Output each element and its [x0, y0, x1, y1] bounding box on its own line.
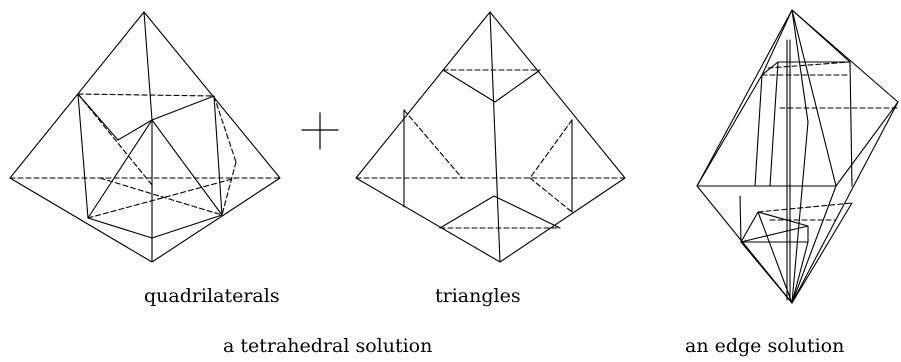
- quad-lower-left: [87, 217, 153, 239]
- tetra-outer-edges: [9, 11, 281, 263]
- bottom-triangle: [439, 195, 561, 229]
- upper-section-diag: [696, 74, 763, 187]
- right-triangle-hidden: [529, 119, 573, 179]
- label-quadrilaterals: quadrilaterals: [144, 285, 280, 307]
- quad-lower-right: [151, 214, 223, 239]
- upper-section-to-apex-1: [761, 9, 793, 76]
- quad-lower-back: [87, 177, 237, 219]
- quad-vertical-left: [77, 93, 89, 219]
- bipyramid-edge-bottom-mid: [791, 185, 837, 304]
- quad-upper-front: [117, 119, 153, 141]
- bipyramid-edge-mid-right: [835, 101, 899, 187]
- tetra-edge-front-right: [151, 119, 223, 216]
- upper-section-to-apex-2: [791, 9, 851, 63]
- plus-sign: [301, 112, 339, 150]
- edge-solution-bipyramid: [696, 9, 899, 304]
- tetra-edge-center: [489, 11, 501, 263]
- tetra-outer-edges: [355, 11, 626, 263]
- right-triangle-hidden-2: [529, 177, 573, 213]
- top-triangle: [442, 69, 541, 103]
- lower-section-to-apex-3: [791, 241, 809, 304]
- lower-section-to-apex-4: [791, 202, 853, 304]
- tetra-edge-apex-front: [143, 11, 153, 121]
- triangles-tetrahedron: [355, 11, 626, 263]
- upper-section-left-2: [769, 61, 779, 187]
- bipyramid-outline: [696, 9, 899, 304]
- tetra-edge-front-left: [87, 119, 153, 219]
- lower-section-to-apex-1: [740, 241, 793, 304]
- bipyramid-edge-bottom-front: [791, 121, 809, 304]
- quad-lower-back-2: [99, 177, 223, 216]
- label-edge-solution: an edge solution: [685, 335, 845, 357]
- lower-section-back: [757, 202, 853, 213]
- lower-section-left: [739, 195, 742, 243]
- quad-hidden-right-vertical: [221, 161, 237, 216]
- quad-hidden-diag-right: [213, 95, 237, 163]
- quad-vertical-right: [213, 95, 223, 216]
- bipyramid-edge-top-mid: [791, 9, 837, 187]
- quad-hidden-diag-left: [77, 93, 153, 186]
- lower-section-to-apex-2: [757, 211, 793, 304]
- upper-section-right: [849, 61, 853, 187]
- quad-upper-back: [77, 93, 215, 97]
- label-tetrahedral-solution: a tetrahedral solution: [223, 335, 433, 357]
- upper-section-left: [754, 74, 763, 187]
- upper-section-back-2: [767, 61, 851, 69]
- left-triangle-hidden: [403, 109, 463, 179]
- quadrilaterals-tetrahedron: [9, 11, 281, 263]
- quad-upper-right: [151, 95, 215, 121]
- label-triangles: triangles: [435, 285, 521, 307]
- lower-section-front: [740, 211, 809, 243]
